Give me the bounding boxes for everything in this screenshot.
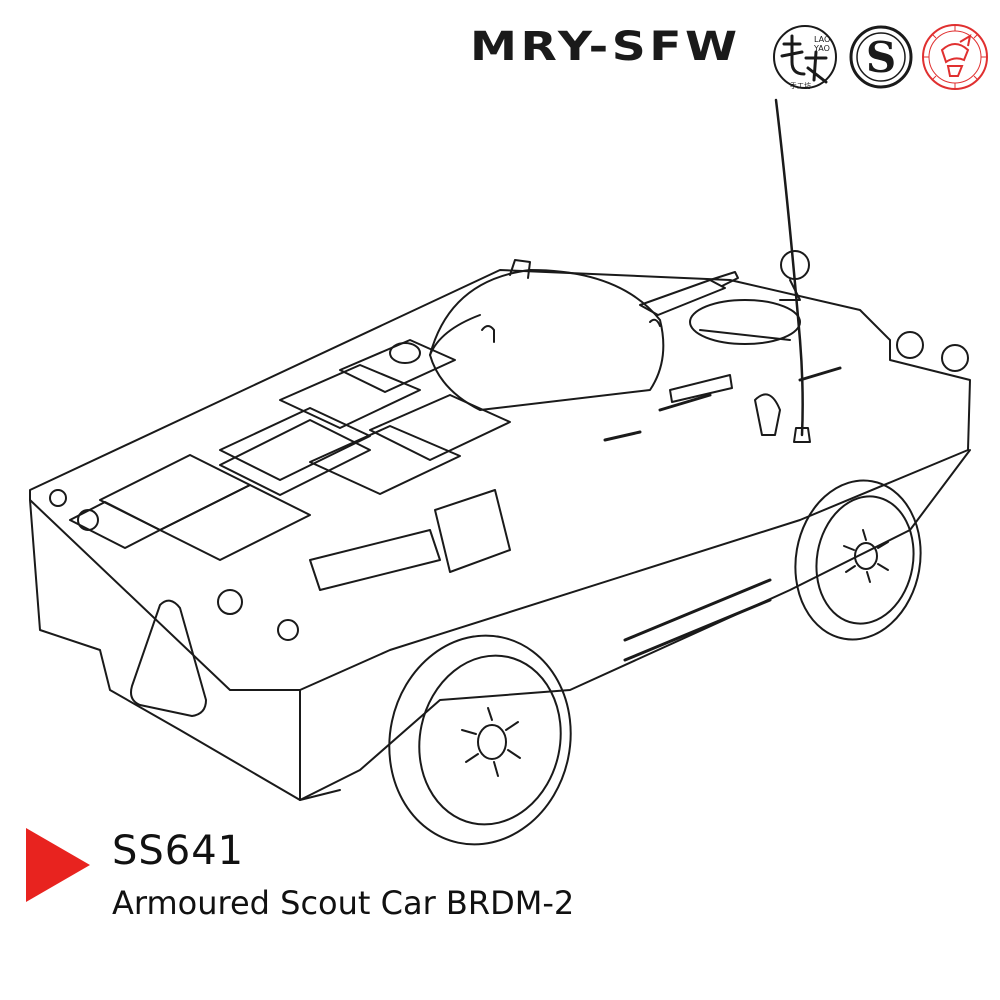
s-logo-glyph: S xyxy=(866,33,896,82)
turret-gun xyxy=(639,279,726,316)
front-light-left xyxy=(49,489,67,507)
side-handle xyxy=(669,374,733,403)
antenna xyxy=(774,98,804,437)
front-wheel xyxy=(388,634,572,846)
brand-header: MRY-SFW LAO YAO 手工坊 S xyxy=(470,14,994,96)
turret xyxy=(429,269,665,411)
rear-lamp-left xyxy=(896,331,924,359)
rear-light xyxy=(780,250,810,280)
warning-triangle xyxy=(130,599,207,717)
front-rail xyxy=(309,529,441,591)
rear-hatch xyxy=(689,299,801,345)
hull-top xyxy=(29,269,971,691)
hull-side xyxy=(299,449,971,801)
front-light-right xyxy=(217,589,243,615)
red-seal-logo-icon xyxy=(922,24,988,90)
laoyao-logo-icon: LAO YAO 手工坊 xyxy=(773,25,837,90)
laoyao-top-text: LAO xyxy=(814,35,830,44)
red-arrow-icon xyxy=(26,828,90,902)
s-circle-logo-icon: S xyxy=(849,25,913,89)
rear-lamp-right xyxy=(941,344,969,372)
laoyao-mid-text: YAO xyxy=(813,44,830,53)
side-periscope xyxy=(754,393,781,436)
hull-front-face xyxy=(29,499,301,801)
laoyao-bottom-text: 手工坊 xyxy=(790,81,811,90)
brand-wordmark: MRY-SFW xyxy=(470,24,741,70)
turret-periscope xyxy=(509,259,531,279)
antenna-base xyxy=(793,427,811,443)
rear-wheel xyxy=(794,479,922,641)
side-vents xyxy=(603,366,842,662)
front-storage-panels xyxy=(69,339,511,561)
side-door xyxy=(434,489,511,573)
product-title: Armoured Scout Car BRDM-2 xyxy=(112,884,575,922)
brdm2-line-drawing xyxy=(29,98,971,846)
product-code: SS641 xyxy=(112,828,245,874)
hull-cap xyxy=(389,342,421,364)
